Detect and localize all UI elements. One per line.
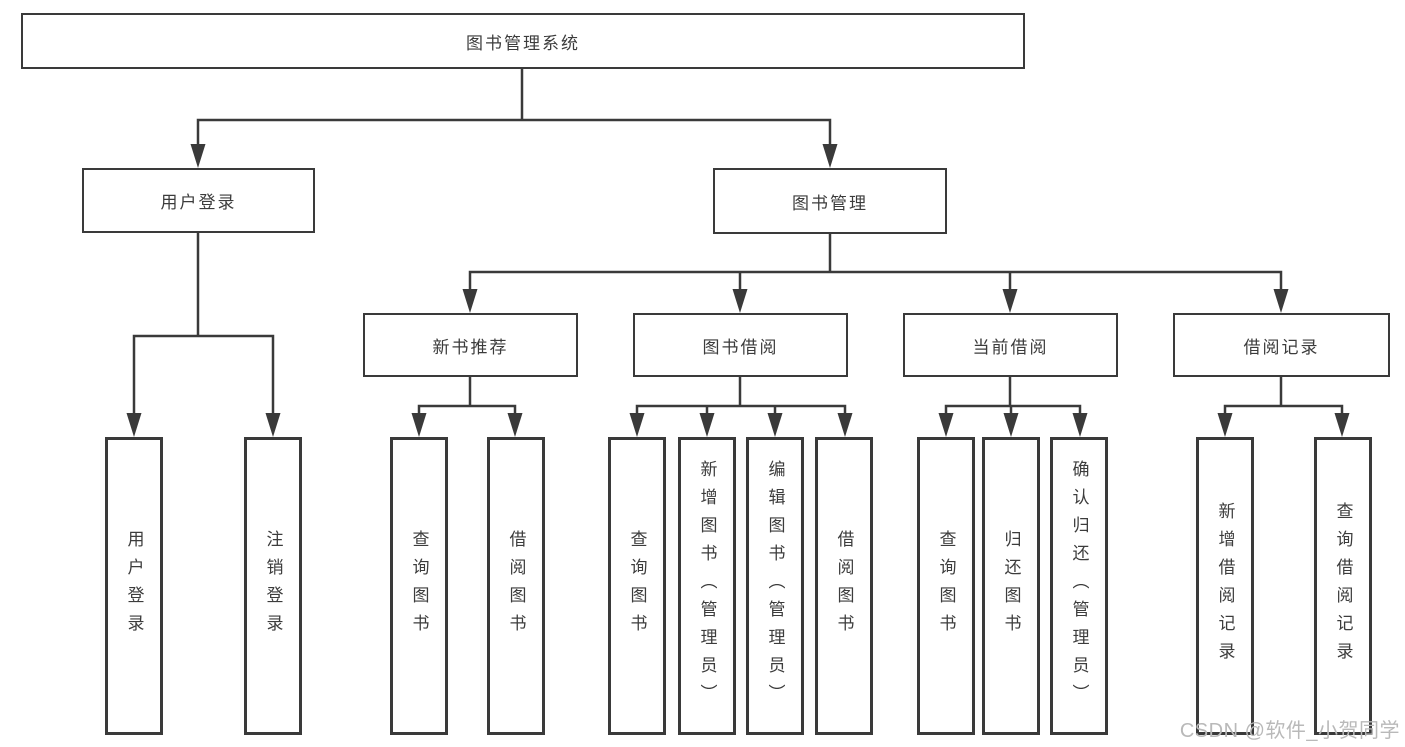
node-new-book-recommendation: 新书推荐 (363, 313, 578, 377)
node-user-login-branch-label: 用户登录 (160, 193, 237, 212)
leaf-query-books-recommend-label: 查询图书 (409, 530, 429, 642)
leaf-borrow-books-borrowing-label: 借阅图书 (834, 530, 854, 642)
leaf-query-books-recommend: 查询图书 (390, 437, 448, 735)
node-root-label: 图书管理系统 (466, 33, 580, 53)
leaf-confirm-return-admin-label: 确认归还（管理员） (1069, 460, 1089, 712)
node-book-borrowing-label: 图书借阅 (702, 337, 779, 357)
leaf-borrow-books-recommend: 借阅图书 (487, 437, 545, 735)
leaf-query-books-current-label: 查询图书 (936, 530, 956, 642)
node-book-management-branch-label: 图书管理 (792, 193, 868, 213)
node-user-login-branch: 用户登录 (82, 168, 315, 233)
node-new-book-recommendation-label: 新书推荐 (432, 337, 509, 357)
leaf-add-borrow-record: 新增借阅记录 (1196, 437, 1254, 735)
leaf-query-books-current: 查询图书 (917, 437, 975, 735)
watermark: CSDN @软件_小贺同学 (1179, 720, 1400, 742)
leaf-user-login: 用户登录 (105, 437, 163, 735)
node-borrowing-records-label: 借阅记录 (1243, 337, 1320, 357)
leaf-query-borrow-record-label: 查询借阅记录 (1333, 502, 1353, 670)
leaf-edit-books-admin: 编辑图书（管理员） (746, 437, 804, 735)
leaf-logout: 注销登录 (244, 437, 302, 735)
leaf-query-books-borrowing: 查询图书 (608, 437, 666, 735)
leaf-edit-books-admin-label: 编辑图书（管理员） (765, 460, 785, 712)
leaf-query-books-borrowing-label: 查询图书 (627, 530, 647, 642)
leaf-query-borrow-record: 查询借阅记录 (1314, 437, 1372, 735)
node-current-borrowing: 当前借阅 (903, 313, 1118, 377)
node-borrowing-records: 借阅记录 (1173, 313, 1390, 377)
node-root: 图书管理系统 (21, 13, 1025, 69)
leaf-add-books-admin: 新增图书（管理员） (678, 437, 736, 735)
leaf-borrow-books-recommend-label: 借阅图书 (506, 530, 526, 642)
leaf-add-books-admin-label: 新增图书（管理员） (697, 460, 717, 712)
node-book-management-branch: 图书管理 (713, 168, 947, 234)
leaf-user-login-label: 用户登录 (124, 530, 144, 642)
leaf-add-borrow-record-label: 新增借阅记录 (1215, 502, 1235, 670)
node-current-borrowing-label: 当前借阅 (972, 337, 1049, 357)
leaf-return-books: 归还图书 (982, 437, 1040, 735)
leaf-logout-label: 注销登录 (263, 530, 283, 642)
leaf-borrow-books-borrowing: 借阅图书 (815, 437, 873, 735)
leaf-return-books-label: 归还图书 (1001, 530, 1021, 642)
node-book-borrowing: 图书借阅 (633, 313, 848, 377)
leaf-confirm-return-admin: 确认归还（管理员） (1050, 437, 1108, 735)
